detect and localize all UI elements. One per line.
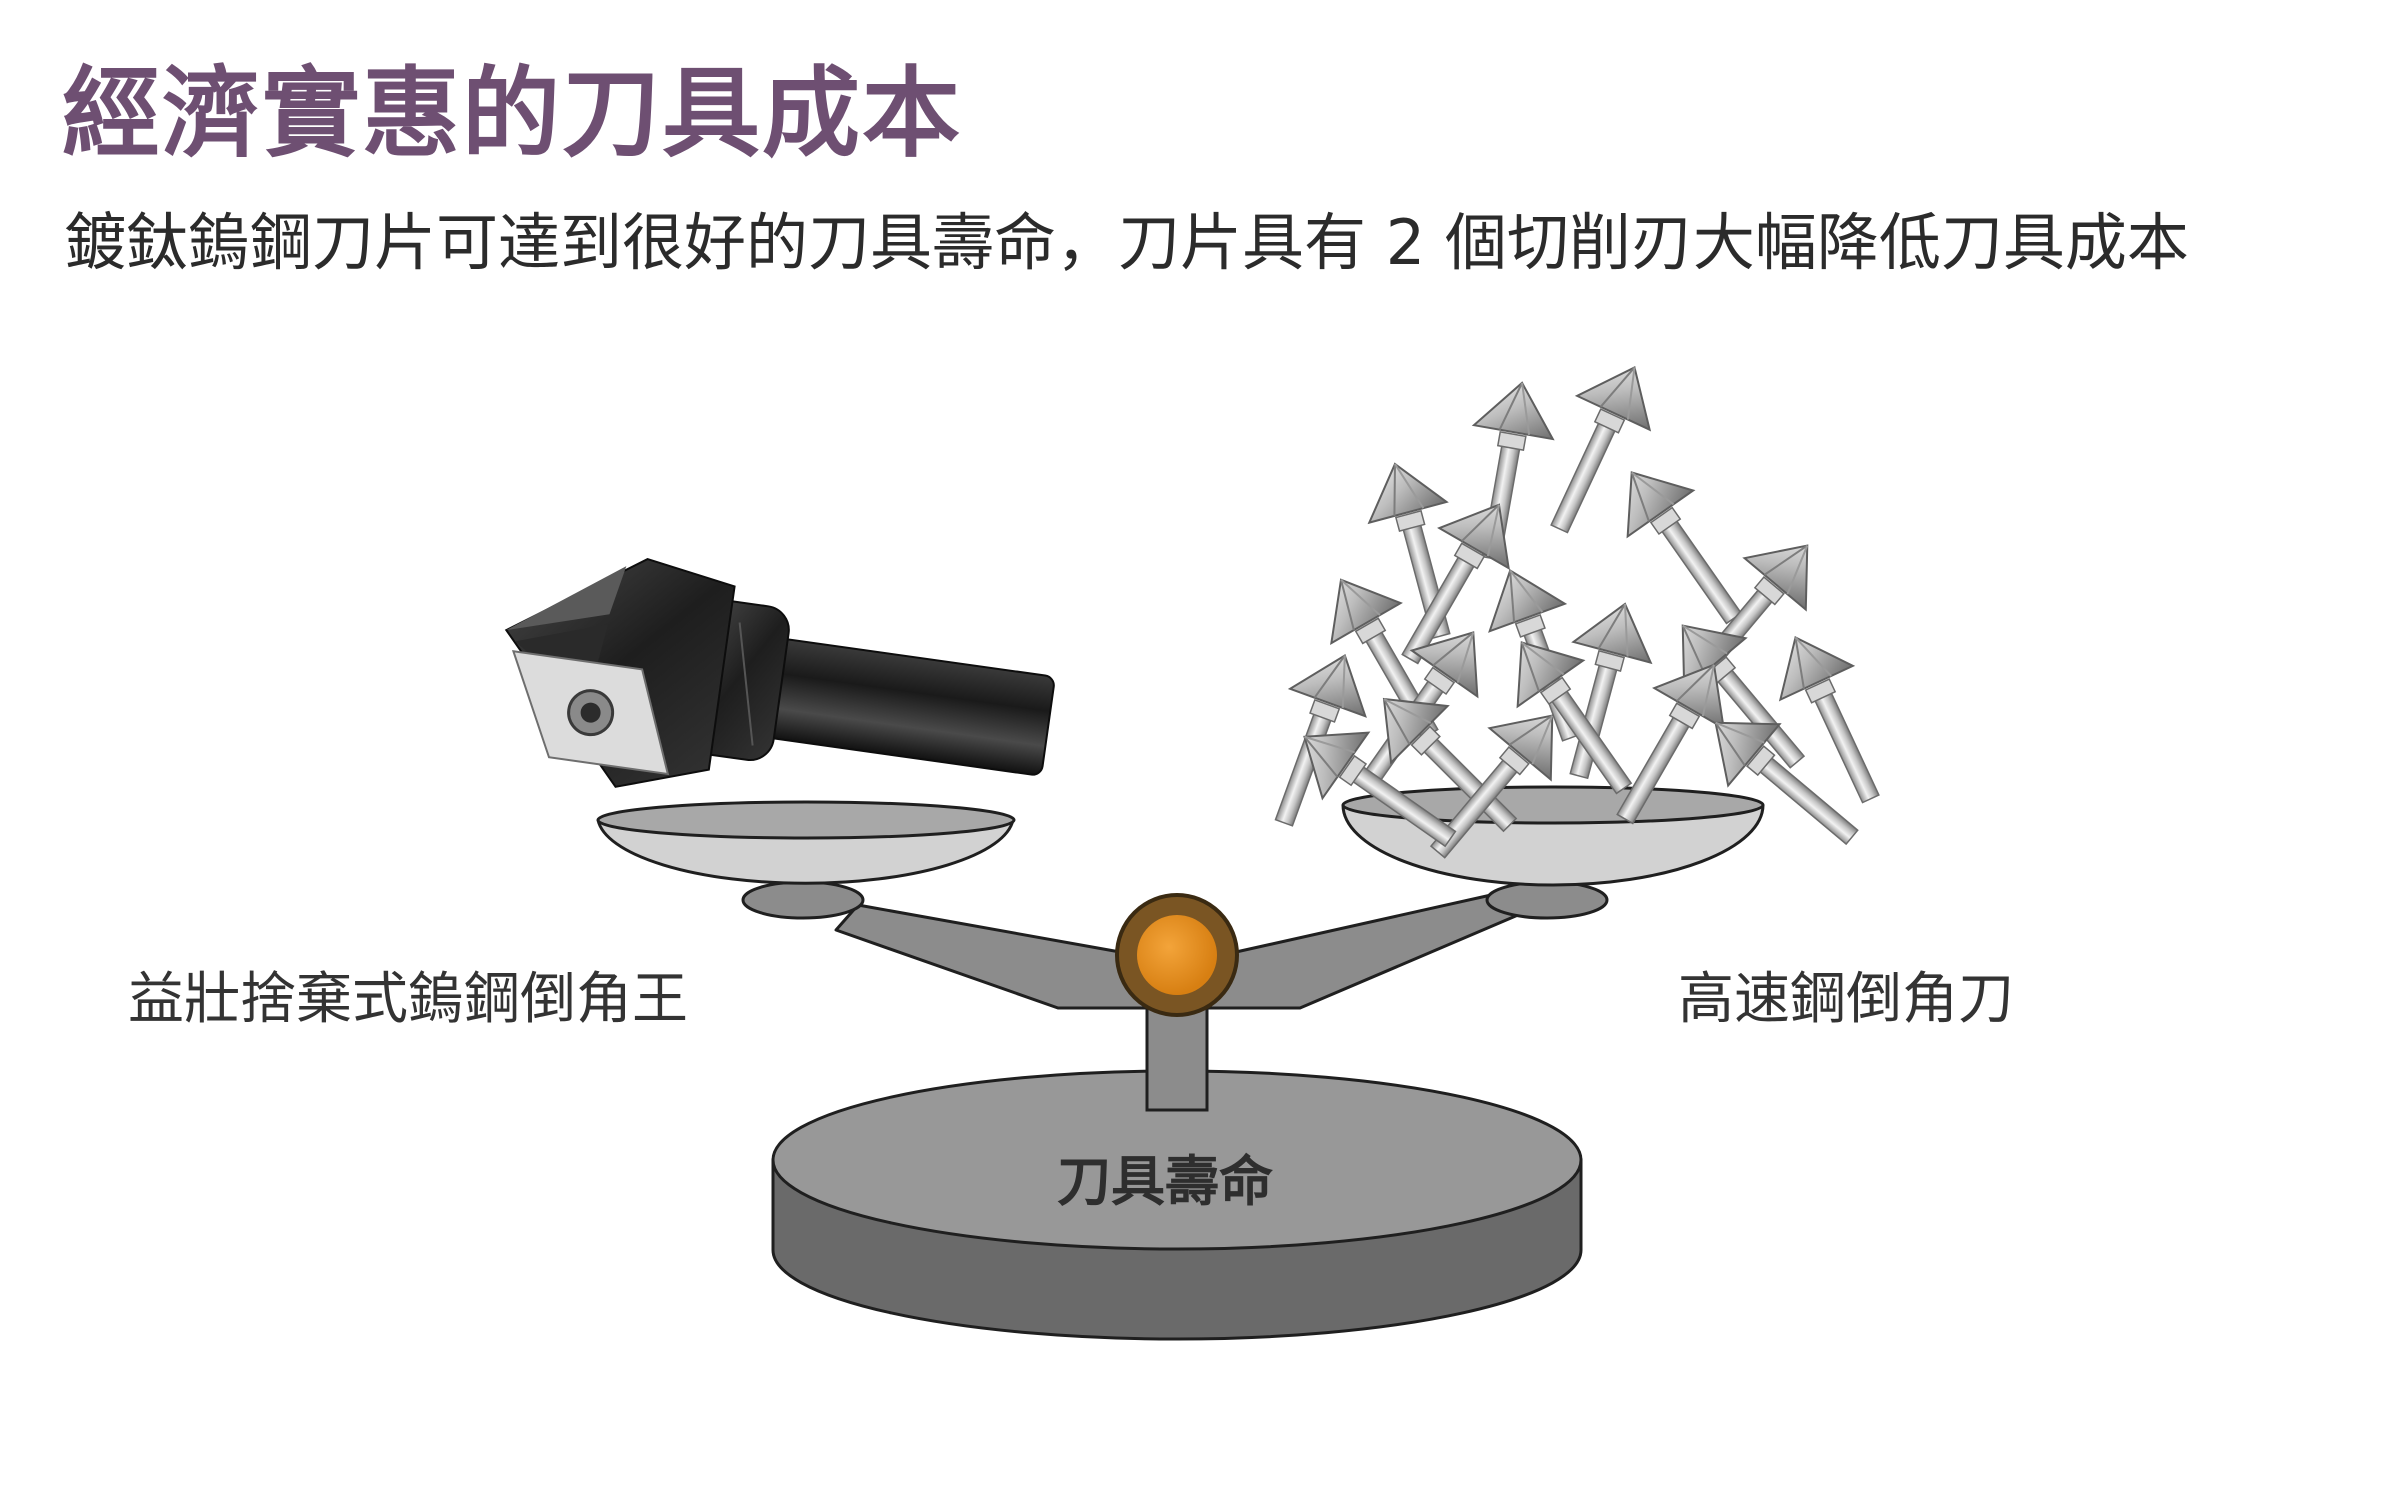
pivot-knob <box>1115 893 1239 1017</box>
page-title: 經濟實惠的刀具成本 <box>62 57 963 171</box>
base-label: 刀具壽命 <box>1057 1150 1273 1213</box>
hss-tool-label: 高速鋼倒角刀 <box>1678 967 2014 1032</box>
page-subtitle: 鍍鈦鎢鋼刀片可達到很好的刀具壽命，刀片具有 2 個切削刃大幅降低刀具成本 <box>64 206 2189 279</box>
carbide-chamfer-tool-image <box>504 557 1055 788</box>
left-pan <box>596 800 1016 920</box>
carbide-tool-label: 益壯捨棄式鎢鋼倒角王 <box>128 967 688 1032</box>
